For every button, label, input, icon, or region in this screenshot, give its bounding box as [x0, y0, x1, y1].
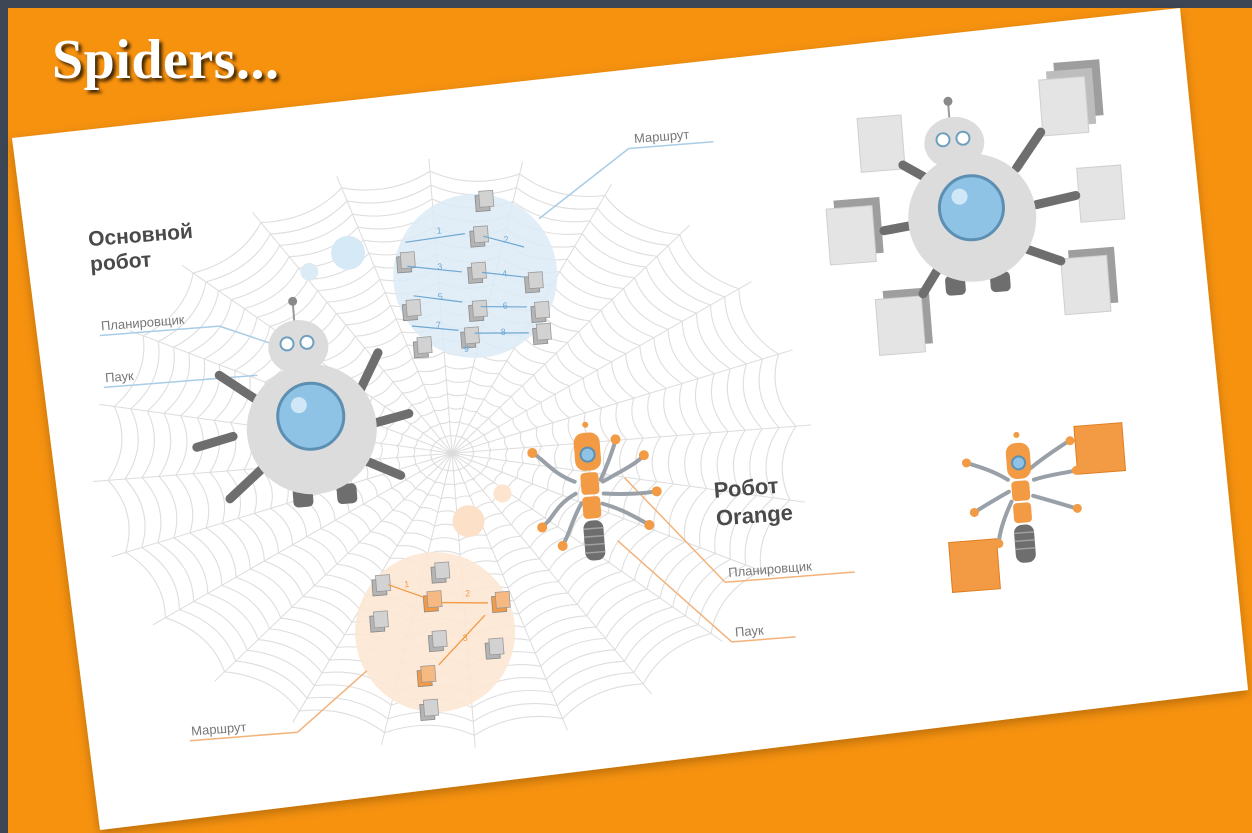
web-ring — [429, 434, 475, 472]
route-arrow — [407, 265, 462, 273]
orange-route-diagram: 1 2 3 — [369, 561, 511, 721]
web-ring — [378, 392, 526, 514]
route-arrow — [480, 305, 527, 308]
web-spoke — [451, 452, 775, 577]
orange-document-bottom — [948, 538, 1001, 593]
route-step-number: 3 — [462, 633, 468, 643]
page-cube — [372, 610, 389, 629]
web-spoke — [451, 452, 652, 695]
blue-route-diagram: 1 2 3 4 5 6 7 8 9 — [396, 189, 552, 359]
web-spoke — [451, 224, 690, 454]
web-ring — [124, 184, 780, 723]
orange-robot-label: РоботOrange — [713, 472, 794, 531]
route-label-blue: Маршрут — [633, 127, 689, 146]
route-step-number: 5 — [437, 292, 443, 302]
web-spoke — [336, 176, 453, 454]
route-arrow — [405, 233, 465, 243]
route-step-number: 7 — [436, 320, 442, 330]
route-step-number: 2 — [465, 588, 471, 598]
route-arrow — [387, 584, 426, 599]
page-cube — [463, 326, 480, 345]
route-arrow — [481, 271, 525, 278]
web-ring — [158, 212, 746, 695]
slide-title: Spiders... — [52, 29, 280, 91]
route-step-number: 9 — [464, 344, 470, 354]
orange-document-top — [1073, 422, 1127, 475]
route-arrow — [438, 614, 486, 666]
route-arrow — [474, 332, 529, 334]
web-ring — [107, 170, 797, 736]
page-cube — [426, 590, 443, 609]
blue-bubble-small — [300, 262, 319, 281]
route-leader-orange-underline — [189, 731, 298, 742]
web-ring — [395, 406, 509, 500]
route-leader-orange — [297, 670, 368, 733]
main-robot-head — [268, 319, 329, 375]
orange-bubble-small — [493, 484, 512, 503]
web-spoke — [452, 452, 805, 503]
page-cube — [488, 637, 505, 656]
scheduler-leader-orange-underline — [724, 571, 855, 584]
scheduler-leader-blue — [99, 325, 220, 337]
spider-label-blue: Паук — [105, 368, 135, 385]
web-spoke — [252, 212, 453, 454]
web-ring — [141, 198, 763, 709]
spider-leader-orange — [616, 540, 733, 643]
page-cube — [527, 271, 544, 290]
right-robot-documents — [825, 59, 1126, 356]
page-cube — [405, 298, 422, 317]
scheduler-leader-blue-diag — [219, 325, 276, 346]
page-cube — [470, 261, 487, 280]
route-step-number: 6 — [502, 300, 508, 310]
route-step-number: 4 — [502, 268, 508, 278]
route-step-number: 2 — [503, 234, 509, 244]
right-orange-robot — [948, 422, 1127, 593]
route-step-number: 3 — [437, 261, 443, 271]
web-spoke — [152, 452, 453, 626]
page-cube — [422, 698, 440, 717]
right-robot — [825, 59, 1126, 356]
page-cube — [472, 225, 490, 244]
spider-leader-blue — [103, 374, 258, 389]
web-ring — [192, 240, 712, 667]
page-cube — [535, 322, 552, 341]
web-ring — [175, 226, 729, 681]
route-step-number: 1 — [436, 225, 442, 235]
route-arrow — [413, 295, 463, 303]
web-ring — [412, 420, 492, 486]
page-cube — [431, 629, 448, 648]
web-spoke — [214, 452, 453, 682]
orange-robot — [527, 421, 662, 561]
route-arrow — [441, 601, 488, 604]
route-step-number: 8 — [500, 327, 506, 337]
route-leader-blue-underline — [628, 141, 714, 150]
page-cube — [471, 299, 488, 318]
spider-label-orange: Паук — [734, 622, 764, 639]
route-arrow — [483, 235, 525, 248]
web-spoke — [452, 424, 812, 454]
page-cube — [420, 664, 437, 683]
main-robot — [192, 296, 414, 508]
orange-bubble-medium — [452, 505, 485, 538]
spider-leader-orange-underline — [731, 636, 796, 643]
main-robot-arms — [192, 348, 414, 504]
page-cube — [399, 251, 416, 270]
page-cube — [478, 189, 495, 208]
page-cube — [416, 336, 433, 355]
route-leader-blue — [538, 147, 630, 220]
route-label-orange: Маршрут — [190, 719, 246, 738]
route-step-number: 1 — [404, 579, 410, 589]
route-arrow — [411, 325, 459, 331]
web-spoke — [451, 349, 793, 454]
blue-bubble-medium — [331, 235, 366, 270]
page-cube — [434, 561, 451, 580]
page-cube — [375, 574, 392, 593]
page-cube — [534, 300, 551, 319]
web-spoke — [451, 453, 568, 731]
scheduler-label-blue: Планировщик — [100, 312, 185, 334]
scheduler-label-orange: Планировщик — [728, 558, 813, 580]
web-spoke — [451, 281, 752, 454]
page-cube — [494, 590, 511, 609]
